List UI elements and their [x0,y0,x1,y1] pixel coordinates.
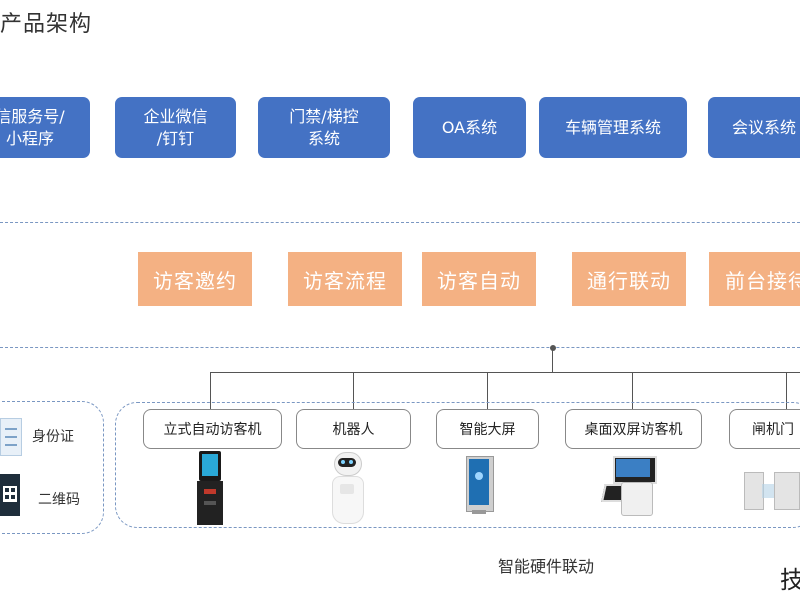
device-turnstile-label: 闸机门 [729,409,800,449]
feature-visitor-auto: 访客自动 [422,252,536,306]
qr-code-label: 二维码 [38,492,80,508]
robot-icon [330,452,364,524]
layer-divider-bottom [0,347,800,348]
standing-kiosk-icon [195,451,225,525]
qr-code-icon [0,474,20,516]
connector-drop-1 [210,372,211,409]
id-card-icon [0,418,22,456]
corner-heading-fragment: 技 [780,566,800,594]
feature-reception: 前台接待 [709,252,800,306]
layer-divider-top [0,222,800,223]
connector-drop-3 [487,372,488,409]
device-robot-label: 机器人 [296,409,411,449]
system-box-access-control: 门禁/梯控 系统 [258,97,390,158]
hardware-group [115,402,800,528]
device-desktop-kiosk-label: 桌面双屏访客机 [565,409,702,449]
device-standing-kiosk-label: 立式自动访客机 [143,409,282,449]
turnstile-icon [744,462,800,510]
feature-access-linkage: 通行联动 [572,252,686,306]
system-box-oa: OA系统 [413,97,526,158]
smart-screen-icon [466,456,494,514]
connector-drop-2 [353,372,354,409]
connector-trunk [552,350,553,372]
hardware-caption: 智能硬件联动 [498,557,595,576]
page-title: 产品架构 [0,12,93,37]
feature-visitor-invite: 访客邀约 [138,252,252,306]
connector-drop-4 [632,372,633,409]
feature-visitor-flow: 访客流程 [288,252,402,306]
system-box-enterprise-wechat: 企业微信 /钉钉 [115,97,236,158]
system-box-vehicle: 车辆管理系统 [539,97,687,158]
credential-group [0,401,104,534]
id-card-label: 身份证 [32,429,74,445]
connector-node [550,345,556,351]
system-box-meeting: 会议系统 [708,97,800,158]
device-smart-screen-label: 智能大屏 [436,409,539,449]
system-box-service-account: 信服务号/ 小程序 [0,97,90,158]
connector-drop-5 [786,372,787,409]
desktop-kiosk-icon [601,456,661,516]
connector-bus [210,372,800,373]
